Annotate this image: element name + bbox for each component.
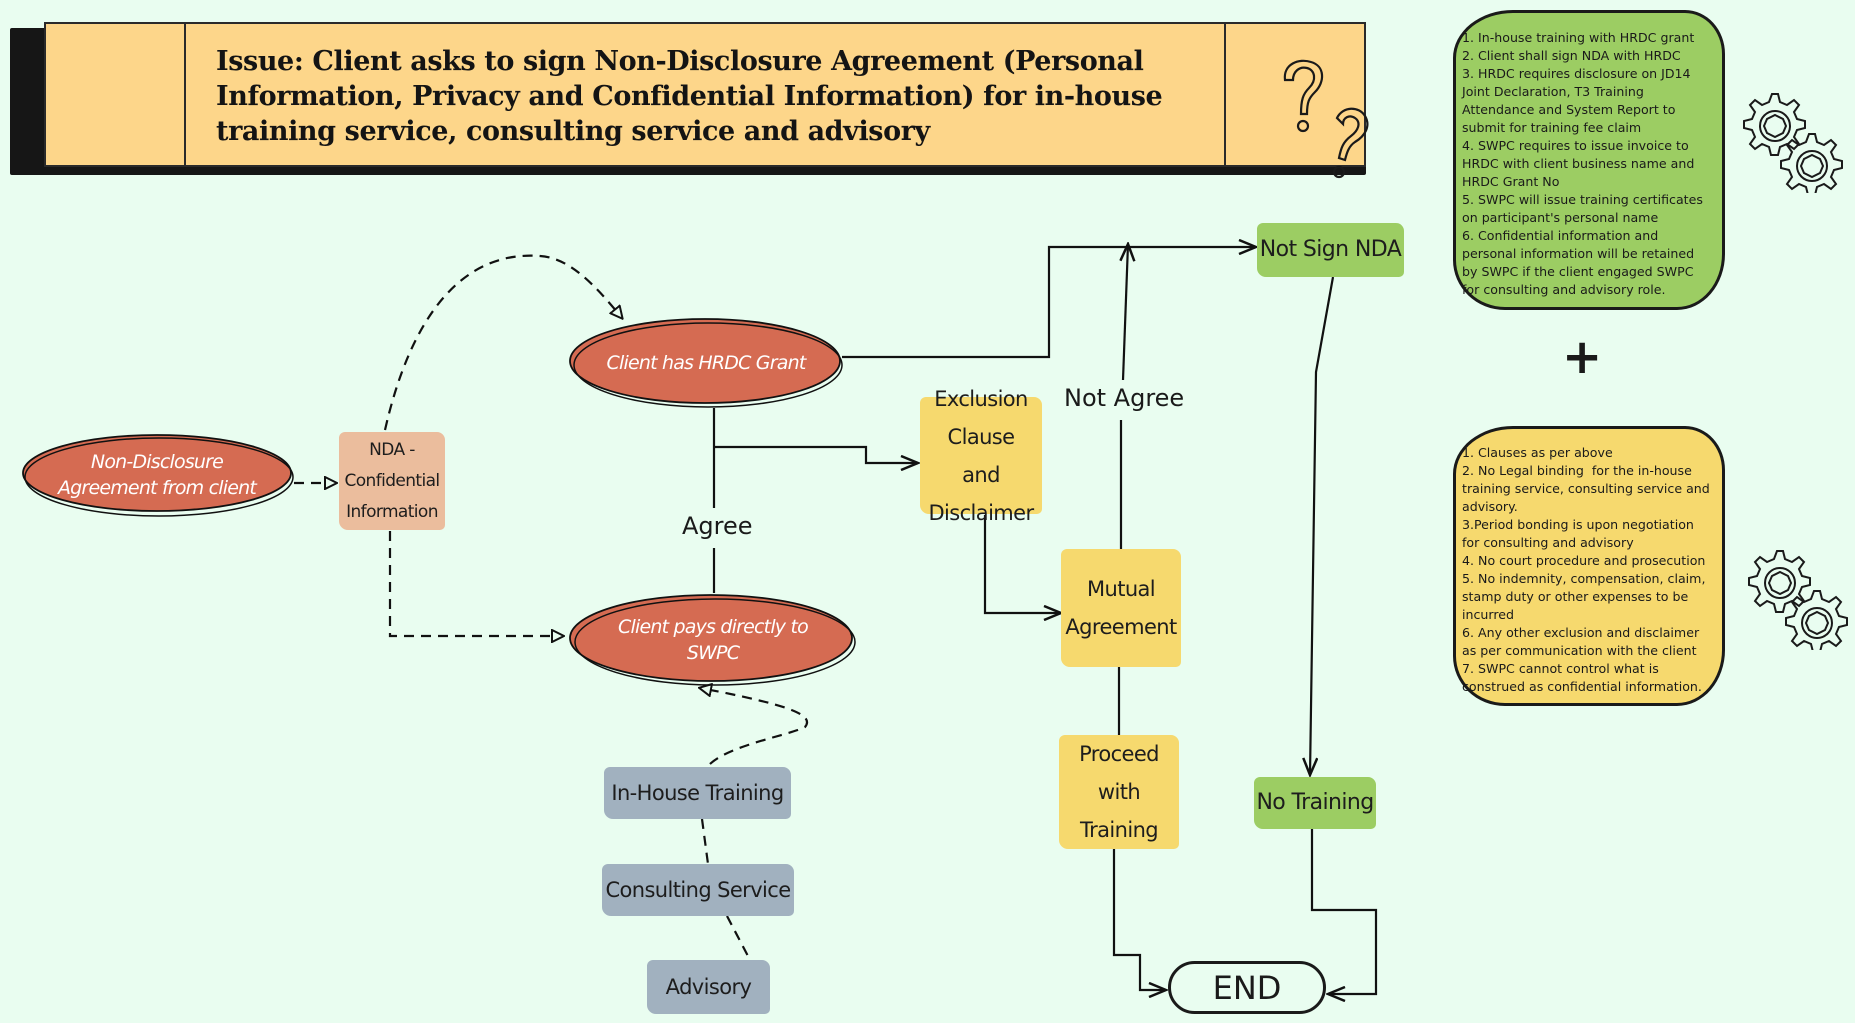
edge-label-agree: Agree	[678, 512, 757, 540]
title-banner: Issue: Client asks to sign Non-Disclosur…	[44, 22, 1369, 179]
ellipse-shape	[569, 594, 856, 686]
edge-hrdc-to-notsign	[842, 247, 1256, 359]
hrdc-requirements-note: 1. In-house training with HRDC grant 2. …	[1453, 10, 1725, 310]
node-consulting-service[interactable]: Consulting Service	[602, 864, 794, 916]
exclusions-note: 1. Clauses as per above 2. No Legal bind…	[1453, 426, 1725, 706]
node-pays-directly[interactable]: Client pays directly to SWPC	[567, 592, 859, 688]
node-label: Non-Disclosure Agreement from client	[57, 451, 257, 499]
node-label: Proceed with Training	[1079, 742, 1159, 842]
node-label: Advisory	[665, 975, 752, 999]
node-label: Client pays directly to SWPC	[618, 616, 809, 664]
edge-consulting-advisory	[726, 915, 750, 959]
banner-divider-right	[1224, 24, 1226, 165]
node-label: Not Sign NDA	[1259, 237, 1402, 262]
node-label: Mutual Agreement	[1065, 577, 1177, 639]
gears-icon	[1748, 550, 1848, 650]
question-marks-icon	[1283, 59, 1369, 179]
note-line: 2. No Legal binding for the in-house tra…	[1462, 463, 1714, 514]
note-line: 7. SWPC cannot control what is construed…	[1462, 661, 1702, 694]
note-line: 2. Client shall sign NDA with HRDC	[1462, 48, 1681, 63]
edge-hrdc-to-exclusion	[714, 445, 918, 463]
note-line: 3. HRDC requires disclosure on JD14 Join…	[1462, 66, 1695, 135]
node-in-house-training[interactable]: In-House Training	[604, 767, 791, 819]
note-line: 3.Period bonding is upon negotiation for…	[1462, 517, 1698, 550]
edge-confidential-to-pays	[388, 531, 563, 636]
node-label: NDA - Confidential Information	[344, 439, 440, 522]
node-hrdc-grant[interactable]: Client has HRDC Grant	[567, 316, 845, 410]
note-line: 1. Clauses as per above	[1462, 445, 1613, 460]
node-nda-confidential[interactable]: NDA - Confidential Information	[339, 432, 445, 530]
node-not-sign-nda[interactable]: Not Sign NDA	[1257, 223, 1404, 277]
plus-icon: +	[1562, 329, 1603, 385]
node-label: Exclusion Clause and Disclaimer	[928, 386, 1034, 525]
note-line: 4. SWPC requires to issue invoice to HRD…	[1462, 138, 1699, 189]
node-proceed-training[interactable]: Proceed with Training	[1059, 735, 1179, 849]
node-end[interactable]: END	[1168, 961, 1326, 1014]
note-line: 5. No indemnity, compensation, claim, st…	[1462, 571, 1710, 622]
edge-inhouse-to-pays	[700, 688, 809, 765]
node-exclusion-clause[interactable]: Exclusion Clause and Disclaimer	[920, 387, 1042, 525]
note-line: 4. No court procedure and prosecution	[1462, 553, 1706, 568]
edge-proceed-to-end	[1112, 849, 1166, 990]
node-label: END	[1212, 968, 1282, 1007]
edge-notagree-up	[1123, 244, 1128, 381]
node-advisory[interactable]: Advisory	[647, 960, 770, 1014]
ellipse-shape	[569, 318, 843, 408]
node-label: In-House Training	[611, 781, 784, 805]
node-label: Consulting Service	[605, 878, 791, 902]
gears-icon	[1743, 93, 1843, 193]
node-label: No Training	[1256, 790, 1374, 815]
note-line: 1. In-house training with HRDC grant	[1462, 30, 1695, 45]
edge-notsign-to-notraining	[1310, 276, 1335, 775]
edge-notraining-to-end	[1310, 829, 1378, 994]
edge-label-not-agree: Not Agree	[1060, 384, 1189, 412]
node-mutual-agreement[interactable]: Mutual Agreement	[1061, 549, 1181, 667]
node-label: Client has HRDC Grant	[606, 352, 807, 374]
note-line: 6. Any other exclusion and disclaimer as…	[1462, 625, 1704, 658]
page-title: Issue: Client asks to sign Non-Disclosur…	[216, 46, 1163, 147]
edge-inhouse-consulting	[700, 818, 710, 865]
note-line: 6. Confidential information and personal…	[1462, 228, 1699, 297]
ellipse-shape	[22, 434, 294, 517]
node-nda-from-client[interactable]: Non-Disclosure Agreement from client	[20, 432, 294, 518]
note-line: 5. SWPC will issue training certificates…	[1462, 192, 1707, 225]
node-no-training[interactable]: No Training	[1254, 777, 1376, 829]
banner-divider-left	[184, 24, 186, 165]
